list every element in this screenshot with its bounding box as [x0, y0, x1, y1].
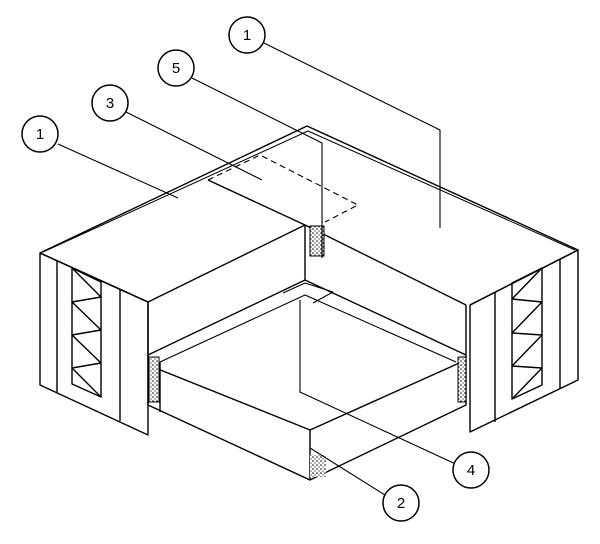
callout-3: 3 — [91, 84, 129, 122]
large-panel-top — [39, 125, 579, 306]
callout-4: 4 — [452, 451, 490, 489]
callout-1-top: 1 — [228, 16, 266, 54]
callout-label: 5 — [172, 60, 180, 77]
right-core-truss — [511, 267, 543, 400]
left-core-truss — [71, 267, 102, 398]
large-panel-right-end — [469, 249, 579, 433]
callout-1-left: 1 — [21, 115, 59, 153]
large-panel-left-end — [39, 252, 149, 436]
sealant-strips — [148, 225, 467, 477]
hidden-outline-dashed — [207, 154, 359, 223]
callout-2: 2 — [382, 484, 420, 522]
callout-circle — [382, 484, 420, 522]
callout-label: 2 — [397, 495, 405, 512]
callout-circle — [452, 451, 490, 489]
callout-label: 1 — [243, 27, 251, 44]
callout-circle — [21, 115, 59, 153]
callout-circle — [157, 49, 195, 87]
callout-label: 4 — [467, 462, 475, 479]
small-panel — [147, 279, 467, 481]
inner-seam — [282, 282, 334, 304]
callout-circle — [228, 16, 266, 54]
callout-circle — [91, 84, 129, 122]
callout-5: 5 — [157, 49, 195, 87]
callout-label: 1 — [36, 126, 44, 143]
leader-lines — [57, 41, 461, 496]
callout-label: 3 — [106, 95, 114, 112]
